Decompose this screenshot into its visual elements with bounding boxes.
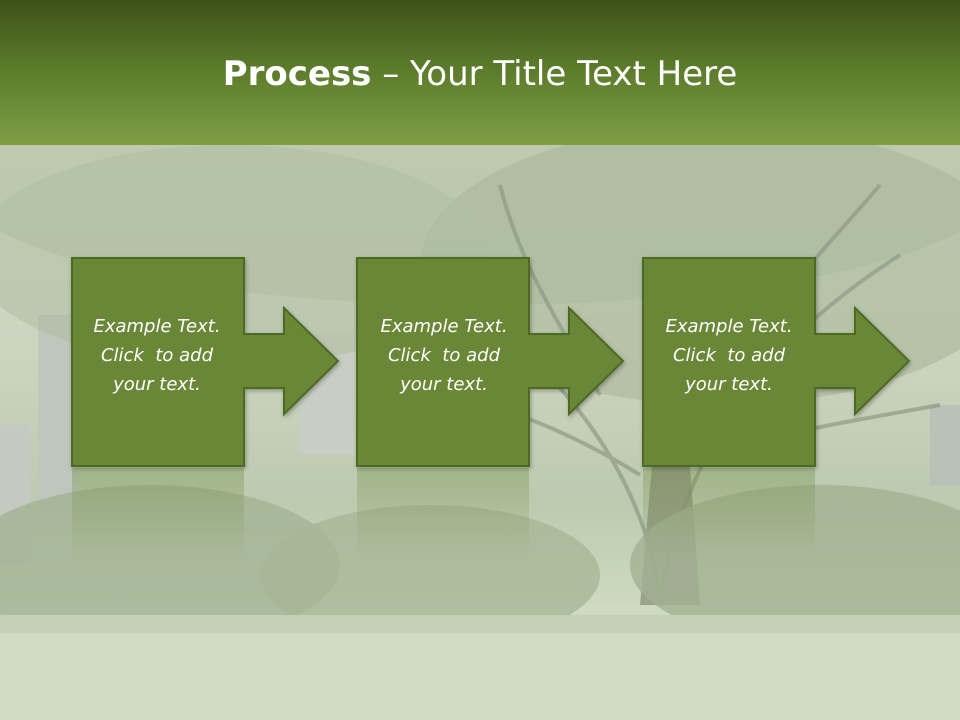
step-1-shape [71, 257, 340, 467]
slide-title-bold: Process [222, 54, 372, 94]
building-4 [930, 405, 960, 485]
step-3-text-line-1[interactable]: Example Text. [665, 316, 792, 337]
slide-title-rest: – Your Title Text Here [371, 54, 738, 94]
step-2-shape [356, 257, 625, 467]
step-1-text-line-2[interactable]: Click to add [101, 345, 214, 366]
step-1-reflection [72, 468, 244, 558]
step-2-text-line-3[interactable]: your text. [399, 374, 488, 395]
process-step-2[interactable] [356, 257, 625, 558]
step-2-reflection [357, 468, 529, 558]
step-1-text-line-3[interactable]: your text. [112, 374, 201, 395]
process-step-3[interactable] [642, 257, 911, 558]
step-2-text-line-2[interactable]: Click to add [388, 345, 501, 366]
step-3-shape [642, 257, 911, 467]
step-3-reflection [643, 468, 815, 558]
step-1-text-line-1[interactable]: Example Text. [93, 316, 220, 337]
step-3-text-line-2[interactable]: Click to add [673, 345, 786, 366]
slide-title[interactable]: Process – Your Title Text Here [0, 54, 960, 94]
title-band: Process – Your Title Text Here [0, 0, 960, 145]
process-step-1[interactable] [71, 257, 340, 558]
lawn-shadow [0, 615, 960, 633]
step-2-text-line-1[interactable]: Example Text. [380, 316, 507, 337]
step-3-text-line-3[interactable]: your text. [684, 374, 773, 395]
